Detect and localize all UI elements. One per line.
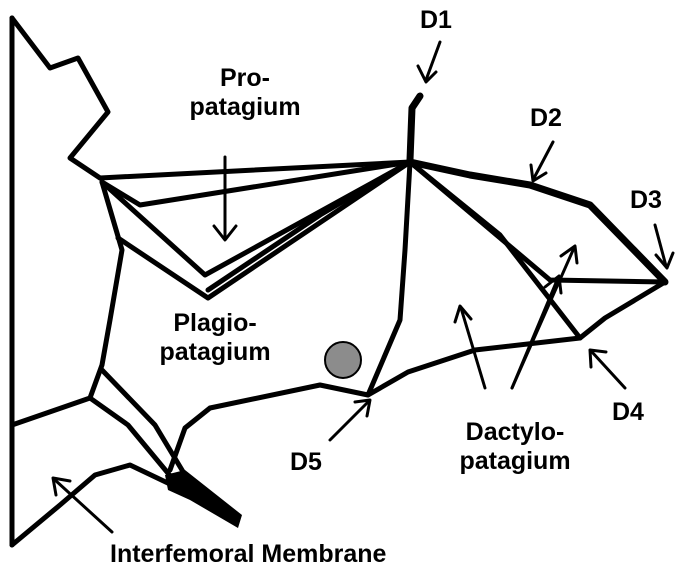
interfemoral-arrow	[51, 476, 114, 534]
interfemoral-membrane-edge	[9, 462, 175, 548]
dactylopatagium-label-line1: Dactylo-	[465, 418, 565, 446]
leg-line-1	[87, 395, 175, 481]
wrist-marker-dot	[324, 341, 362, 379]
interfemoral-membrane-label: Interfemoral Membrane	[110, 540, 387, 568]
propatagium-upper-line	[99, 159, 413, 208]
propatagium-label: Pro- patagium	[150, 64, 340, 122]
d3-arrow	[653, 223, 675, 270]
propatagium-label-line2: patagium	[189, 93, 301, 121]
dactylopatagium-arrow-3	[510, 244, 579, 390]
d4-label: D4	[612, 398, 644, 426]
d2-label: D2	[530, 104, 562, 132]
d5-arrow	[328, 398, 372, 442]
propatagium-label-line1: Pro-	[220, 64, 270, 92]
d2-arrow	[529, 140, 555, 183]
foot-shape	[165, 470, 242, 528]
plagiopatagium-label-line1: Plagio-	[173, 309, 257, 337]
d3-label: D3	[630, 186, 662, 214]
d1-arrow	[416, 40, 442, 84]
dactylopatagium-label: Dactylo- patagium	[420, 418, 610, 476]
plagiopatagium-lower-line	[115, 159, 413, 301]
plagiopatagium-label: Plagio- patagium	[125, 309, 305, 367]
wing-trailing-edge	[167, 279, 668, 473]
d5-finger-line	[205, 159, 413, 293]
d4-arrow	[588, 348, 627, 390]
thumb-d1-bone	[406, 92, 424, 164]
d3-digit-line	[407, 159, 668, 285]
dactylopatagium-arrow-1	[453, 304, 487, 390]
propatagium-arrow	[212, 155, 238, 242]
d5-label: D5	[290, 448, 322, 476]
body-contour-line	[9, 179, 125, 428]
d4-digit-line	[407, 159, 583, 341]
d1-label: D1	[420, 6, 452, 34]
leg-line-2	[99, 367, 188, 478]
propatagium-leading-edge	[9, 15, 413, 181]
plagiopatagium-label-line2: patagium	[159, 338, 271, 366]
d5-long-line	[365, 159, 413, 398]
dactylopatagium-label-line2: patagium	[459, 447, 571, 475]
d2-digit-bone	[406, 158, 669, 286]
